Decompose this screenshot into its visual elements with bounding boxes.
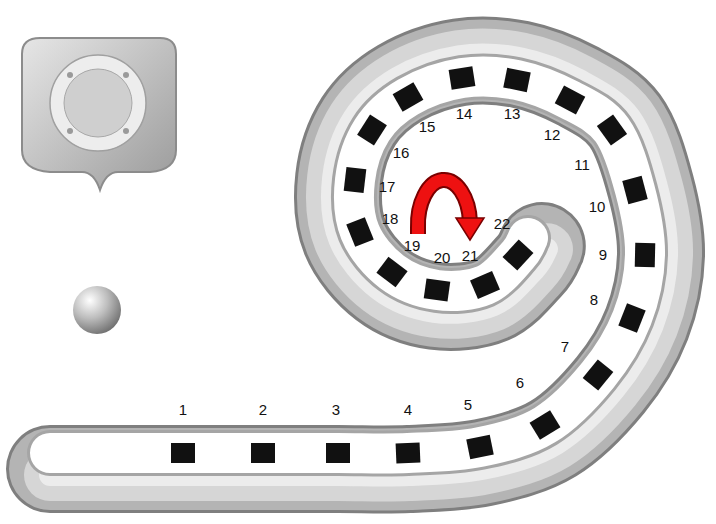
slot	[555, 86, 586, 115]
tube-body	[50, 60, 661, 469]
slot	[326, 443, 350, 463]
slot	[470, 271, 500, 299]
slot	[357, 115, 387, 146]
slot	[171, 443, 195, 463]
callout-number: 4	[404, 402, 412, 418]
callout-number: 16	[393, 145, 410, 161]
slot	[449, 66, 476, 89]
slot	[393, 82, 424, 111]
slot	[466, 435, 494, 459]
slot	[346, 217, 374, 247]
callout-number: 5	[464, 397, 472, 413]
slot	[251, 443, 275, 463]
rotation-arrow	[418, 180, 484, 240]
callout-number: 15	[419, 119, 436, 135]
callout-number: 17	[379, 179, 396, 195]
slot	[424, 278, 451, 301]
slot	[503, 68, 531, 92]
tube-shadow	[50, 60, 661, 469]
callout-number: 7	[561, 339, 569, 355]
slot	[622, 176, 647, 204]
tube-highlight	[50, 54, 667, 475]
end-cap	[22, 38, 176, 190]
callout-number: 6	[516, 375, 524, 391]
callout-number: 22	[494, 216, 511, 232]
callout-number: 13	[504, 106, 521, 122]
callout-number: 9	[599, 247, 607, 263]
callout-number: 12	[544, 127, 561, 143]
slot	[344, 167, 367, 193]
callout-number: 8	[590, 292, 598, 308]
callout-number: 21	[462, 248, 479, 264]
slot	[618, 303, 645, 333]
slot	[396, 443, 421, 464]
callout-number: 3	[332, 402, 340, 418]
groove	[50, 76, 645, 453]
callout-number: 11	[574, 157, 590, 173]
callout-number: 20	[434, 250, 451, 266]
spiral-tube	[50, 54, 667, 475]
slot	[376, 257, 407, 287]
tube-shine	[50, 54, 667, 475]
callout-number: 2	[259, 402, 267, 418]
groove-edge	[50, 76, 645, 453]
slot	[635, 243, 656, 267]
callout-number: 10	[589, 199, 606, 215]
callout-number: 19	[404, 238, 421, 254]
slot	[597, 114, 627, 145]
ball	[73, 286, 121, 334]
callout-number: 14	[456, 106, 473, 122]
slot	[503, 239, 534, 270]
callout-number: 1	[179, 402, 187, 418]
slots	[171, 66, 655, 463]
slot	[583, 359, 614, 390]
callout-number: 18	[382, 211, 399, 227]
slot	[530, 410, 561, 440]
